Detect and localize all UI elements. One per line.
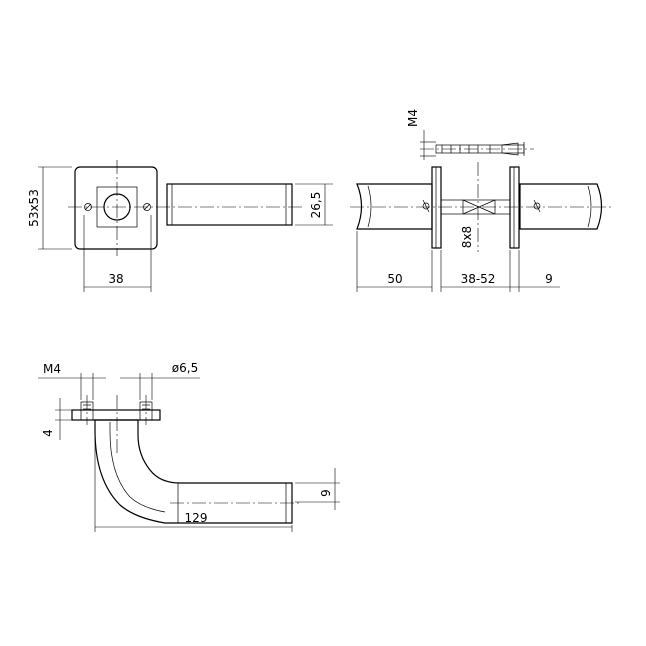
screw-detail: M4: [406, 109, 534, 160]
handle-right: [519, 183, 603, 230]
side-view: M4 8x8 50 38-52 9: [350, 109, 612, 292]
dim-handle-length: 129: [185, 511, 208, 525]
dim-rosette-depth: 9: [545, 272, 553, 286]
dim-base-height: 4: [41, 429, 55, 437]
rosette-outline: [74, 166, 158, 250]
dim-rosette-width: 38: [108, 272, 123, 286]
dim-door-thickness: 38-52: [461, 272, 496, 286]
dim-hole-diameter: ø6,5: [172, 361, 198, 375]
front-view: 53x53 38 26,5: [27, 160, 333, 292]
rosette-left: [431, 166, 442, 249]
rosette-right: [509, 166, 520, 249]
dim-spindle: 8x8: [460, 226, 474, 248]
handle-grip-front: [166, 183, 293, 226]
dim-rosette-size: 53x53: [27, 189, 41, 227]
dim-screw-thread-side: M4: [43, 362, 61, 376]
top-view: M4 ø6,5 4 129 9: [38, 361, 340, 532]
dim-handle-projection: 50: [387, 272, 402, 286]
handle-left: [356, 183, 433, 230]
dim-grip-height: 9: [319, 489, 333, 497]
dim-screw-thread-top: M4: [406, 109, 420, 127]
base-plate: [71, 409, 161, 421]
handle-curved: [94, 419, 293, 524]
dim-handle-height: 26,5: [309, 192, 323, 219]
